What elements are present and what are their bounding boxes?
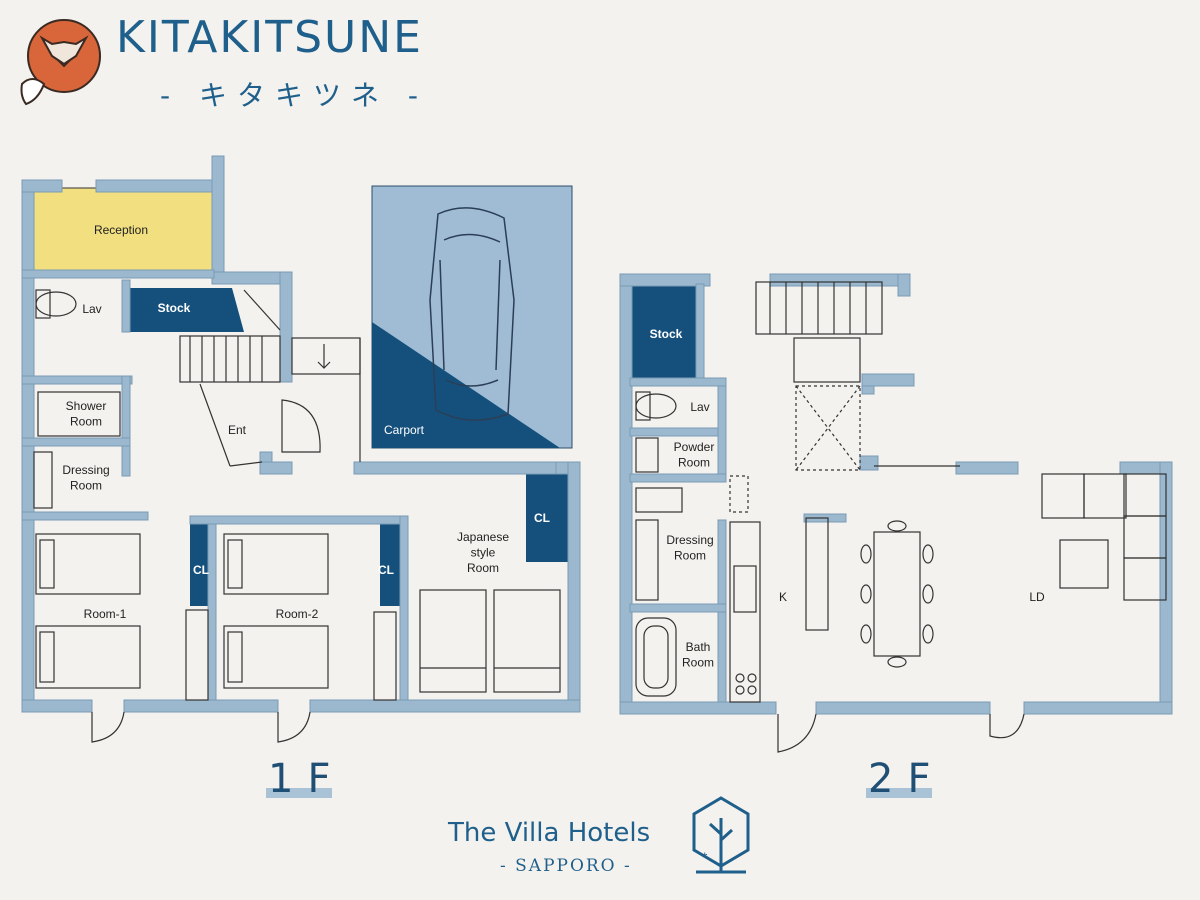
brand-title: KITAKITSUNE: [116, 12, 423, 63]
label-shower-line: Shower: [66, 399, 107, 413]
label-ent: Ent: [228, 423, 247, 437]
entrance-door: [281, 399, 321, 453]
futon: [419, 589, 487, 693]
floor2-underline: [866, 788, 932, 798]
fox-icon: [20, 19, 101, 106]
futon: [493, 589, 561, 693]
hotel-city: - SAPPORO -: [500, 856, 632, 876]
label-k: K: [779, 590, 787, 604]
bed: [35, 533, 141, 595]
label-room2: Room-2: [276, 607, 319, 621]
svg-text:*: *: [702, 849, 708, 865]
label-powder-line: Room: [678, 456, 710, 470]
washbasin-2f: [635, 437, 659, 473]
label-dressing-1f-line: Dressing: [62, 463, 109, 477]
entrance-step: [291, 337, 361, 375]
sofa: [1041, 473, 1167, 601]
label-stock-1f: Stock: [158, 301, 191, 315]
fixtures-1f: [33, 289, 561, 743]
bed: [35, 625, 141, 689]
label-cl2: CL: [378, 563, 394, 577]
floor2-label: 2F: [868, 756, 945, 802]
label-carport: Carport: [384, 423, 425, 437]
label-room1: Room-1: [84, 607, 127, 621]
fox-logo: [20, 19, 101, 106]
bathtub: [635, 617, 677, 697]
house-tree-icon: *: [692, 796, 750, 874]
kitchen-island: [805, 517, 829, 631]
hotel-name: The Villa Hotels: [448, 818, 651, 848]
toilet-icon-1f: [35, 291, 77, 317]
dining-table: [873, 531, 921, 657]
cl3-area: [526, 474, 568, 562]
fixtures-2f: [635, 281, 1167, 753]
walls-1f: [21, 155, 581, 713]
stairs-2f: [755, 281, 883, 383]
label-lav-1f: Lav: [82, 302, 101, 316]
stock-area-1f: [128, 288, 244, 332]
coffee-table: [1059, 539, 1109, 589]
washer: [635, 519, 659, 601]
label-bath-line: Bath: [686, 640, 711, 654]
label-cl3: CL: [534, 511, 550, 525]
label-stock-2f: Stock: [650, 327, 683, 341]
label-japanese-line: style: [471, 546, 496, 560]
bed: [223, 625, 329, 689]
washbasin-1f: [33, 451, 53, 509]
shower-tray: [37, 391, 121, 437]
stock-area-2f: [630, 284, 696, 378]
brand-subtitle: - キタキツネ -: [160, 79, 429, 112]
label-dressing-1f-line: Room: [70, 479, 102, 493]
walls-2f: [619, 273, 1173, 715]
stairs-1f: [179, 289, 281, 383]
label-reception: Reception: [94, 223, 148, 237]
car-icon: [429, 207, 515, 421]
label-ld: LD: [1029, 590, 1045, 604]
cl2-area: [380, 524, 402, 606]
label-lav-2f: Lav: [690, 400, 709, 414]
label-dressing-2f-line: Room: [674, 549, 706, 563]
label-japanese-line: Room: [467, 561, 499, 575]
floor1-label: 1F: [268, 756, 345, 802]
label-bath-line: Room: [682, 656, 714, 670]
kitchen-counter: [729, 521, 761, 703]
label-japanese-line: Japanese: [457, 530, 509, 544]
label-shower-line: Room: [70, 415, 102, 429]
label-cl1: CL: [193, 563, 209, 577]
toilet-icon-2f: [635, 393, 677, 419]
cl1-area: [190, 524, 212, 606]
void-area: [795, 385, 861, 471]
carport-dark-zone: [372, 322, 560, 448]
label-powder-line: Powder: [674, 440, 715, 454]
floor1-underline: [266, 788, 332, 798]
bed: [223, 533, 329, 595]
label-dressing-2f-line: Dressing: [666, 533, 713, 547]
